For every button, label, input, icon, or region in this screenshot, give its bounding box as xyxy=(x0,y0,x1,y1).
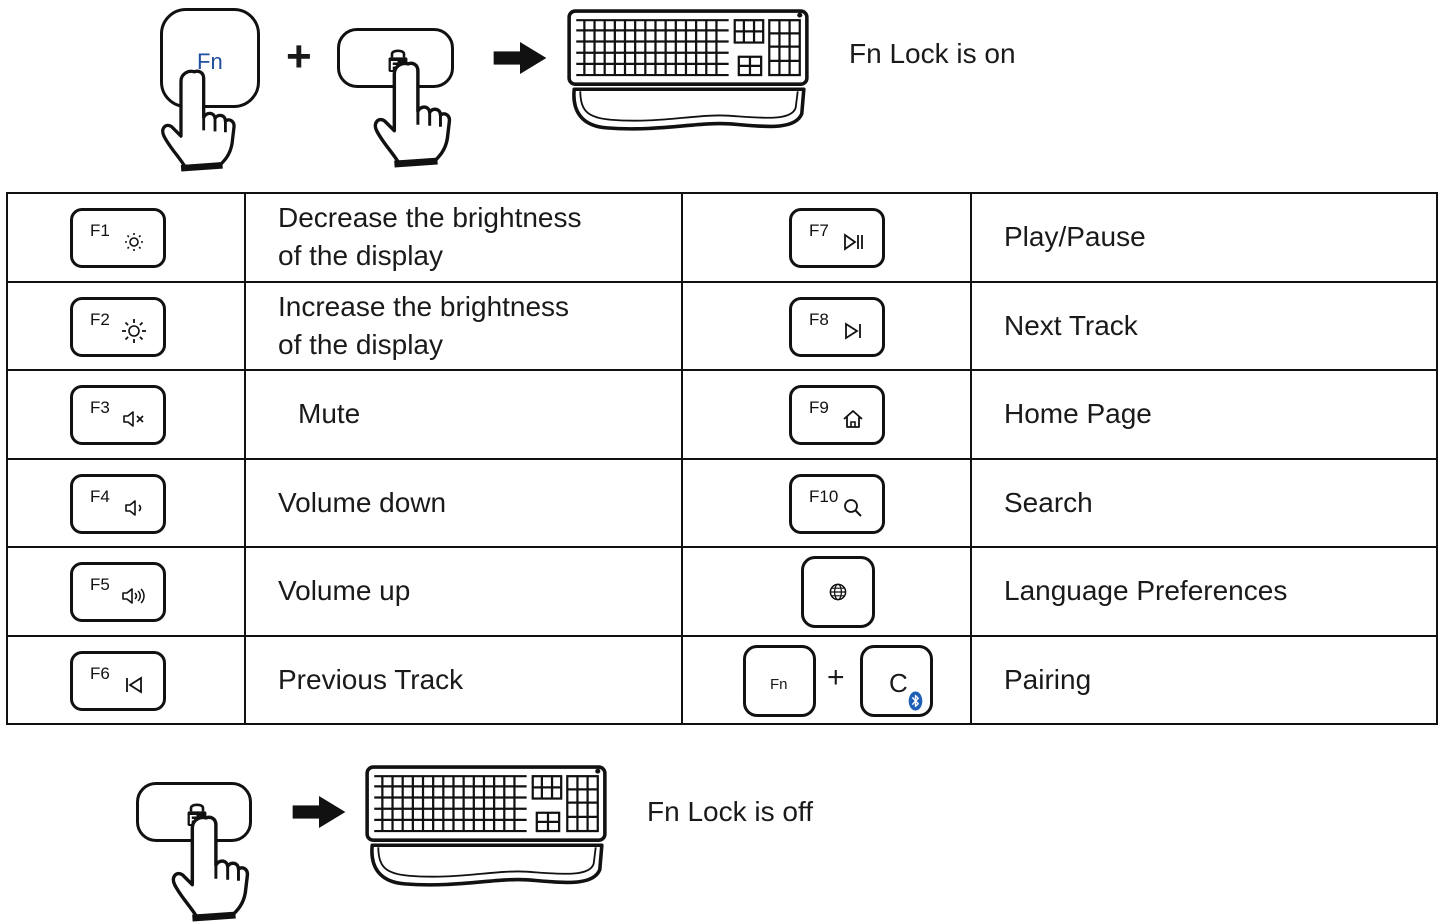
volume-down-icon xyxy=(125,499,142,516)
description: Volume up xyxy=(278,575,411,607)
search-icon xyxy=(844,498,862,517)
f4-key[interactable]: F4 xyxy=(70,473,166,534)
f2-key[interactable]: F2 xyxy=(70,296,166,357)
description: Increase the brightness of the display xyxy=(278,290,570,360)
play-pause-icon xyxy=(844,233,863,251)
f10-key[interactable]: F10 xyxy=(789,473,885,534)
keyboard-icon xyxy=(364,764,608,891)
key-label: F1 xyxy=(90,221,110,241)
keyboard-icon xyxy=(566,8,810,135)
description: Volume down xyxy=(278,486,447,518)
plus-sign: + xyxy=(827,660,845,694)
key-label: F9 xyxy=(809,398,829,418)
language-key[interactable] xyxy=(801,556,875,629)
description: Decrease the brightness of the display xyxy=(278,202,582,272)
description: Pairing xyxy=(1004,663,1092,695)
key-label: F3 xyxy=(90,398,110,418)
bluetooth-icon xyxy=(908,691,923,711)
f7-key[interactable]: F7 xyxy=(789,208,885,269)
next-track-icon xyxy=(845,322,861,340)
pairing-c-key[interactable]: C xyxy=(860,644,933,717)
key-label: F4 xyxy=(90,486,110,506)
previous-track-icon xyxy=(126,676,142,694)
table-row: F5 Volume up Language Preferences xyxy=(6,546,1438,637)
pressing-hand-icon xyxy=(170,814,250,922)
description: Home Page xyxy=(1004,398,1152,430)
arrow-right-icon xyxy=(292,796,346,828)
description: Play/Pause xyxy=(1004,221,1146,253)
key-label: Fn xyxy=(770,675,788,693)
brightness-up-icon xyxy=(122,318,146,343)
function-key-table: F1 Decrease the brightness of the displa… xyxy=(6,192,1438,725)
globe-icon xyxy=(829,583,847,601)
description: Search xyxy=(1004,486,1093,518)
pressing-hand-icon xyxy=(372,60,452,168)
description: Language Preferences xyxy=(1004,575,1288,607)
volume-up-icon xyxy=(122,588,145,605)
brightness-down-icon xyxy=(125,233,143,252)
key-label: F6 xyxy=(90,663,110,683)
plus-sign: + xyxy=(286,32,312,81)
description: Next Track xyxy=(1004,309,1138,341)
key-label: F10 xyxy=(809,486,839,506)
arrow-right-icon xyxy=(493,42,547,74)
table-row: F3 Mute F9 Home Page xyxy=(6,369,1438,460)
key-label: C xyxy=(889,667,908,698)
key-label: F7 xyxy=(809,221,829,241)
table-row: F1 Decrease the brightness of the displa… xyxy=(6,192,1438,283)
fn-key-label: Fn xyxy=(197,49,223,74)
table-row: F6 Previous Track Fn + C xyxy=(6,634,1438,725)
f6-key[interactable]: F6 xyxy=(70,650,166,711)
description: Previous Track xyxy=(278,663,464,695)
fn-key[interactable]: Fn xyxy=(160,8,260,108)
key-label: F8 xyxy=(809,309,829,329)
key-label: F5 xyxy=(90,575,110,595)
table-row: F4 Volume down F10 Search xyxy=(6,457,1438,548)
f3-key[interactable]: F3 xyxy=(70,385,166,446)
description: Mute xyxy=(298,398,361,430)
fn-lock-on-caption: Fn Lock is on xyxy=(849,38,1016,69)
pressing-hand-icon xyxy=(158,68,238,172)
f9-key[interactable]: F9 xyxy=(789,385,885,446)
f8-key[interactable]: F8 xyxy=(789,296,885,357)
key-label: F2 xyxy=(90,309,110,329)
table-row: F2 Increase the brightness of the displa… xyxy=(6,280,1438,371)
f1-key[interactable]: F1 xyxy=(70,208,166,269)
pairing-fn-key[interactable]: Fn xyxy=(743,644,816,717)
f5-key[interactable]: F5 xyxy=(70,562,166,623)
mute-icon xyxy=(123,411,144,428)
home-icon xyxy=(843,410,863,429)
fn-lock-off-caption: Fn Lock is off xyxy=(647,796,814,827)
